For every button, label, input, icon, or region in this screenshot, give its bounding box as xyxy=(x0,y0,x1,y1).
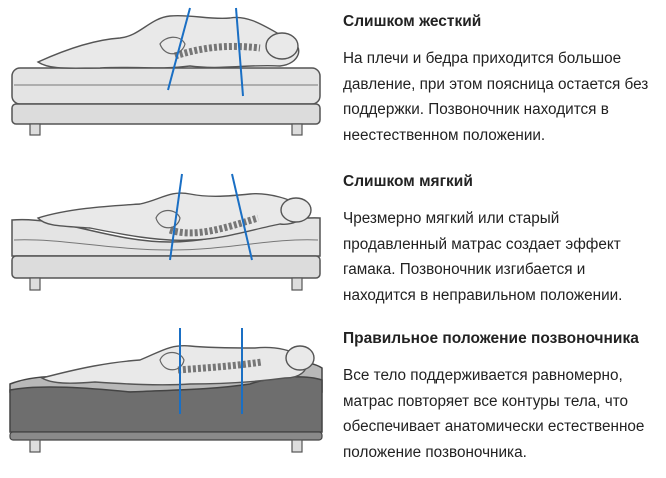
too-hard-drawing xyxy=(11,7,321,136)
correct-position-description: Все тело поддерживается равномерно, матр… xyxy=(343,367,645,461)
mattress-base xyxy=(9,431,323,441)
too-soft-description: Чрезмерно мягкий или старый продавленный… xyxy=(343,210,623,304)
shoulder-axis-line xyxy=(231,173,253,261)
too-hard-description: На плечи и бедра приходится большое давл… xyxy=(343,50,649,144)
bed-leg-left xyxy=(29,123,41,136)
hip-axis-line xyxy=(169,173,183,261)
too-soft-heading: Слишком мягкий xyxy=(343,173,473,190)
bed-leg-left xyxy=(29,439,41,453)
head xyxy=(265,32,299,60)
mattress-top xyxy=(11,67,321,105)
too-soft-drawing xyxy=(11,173,321,291)
bed-leg-left xyxy=(29,277,41,291)
correct-position-drawing xyxy=(9,328,323,453)
spine xyxy=(177,358,263,374)
body-silhouette xyxy=(40,344,307,386)
bed-leg-right xyxy=(291,123,303,136)
spine xyxy=(168,214,260,237)
mattress-base xyxy=(11,103,321,125)
too-hard-illustration xyxy=(0,0,330,160)
mattress-top xyxy=(9,375,323,433)
hip-axis-line xyxy=(167,7,191,91)
mattress-base xyxy=(11,255,321,279)
correct-position-section: Правильное положение позвоночника Все те… xyxy=(343,329,661,465)
correct-position-heading: Правильное положение позвоночника xyxy=(343,330,639,347)
correct-position-illustration xyxy=(0,318,330,478)
shoulder-axis-line xyxy=(235,7,244,97)
too-soft-section: Слишком мягкий Чрезмерно мягкий или стар… xyxy=(343,172,661,308)
head xyxy=(280,197,312,223)
bed-leg-right xyxy=(291,277,303,291)
too-hard-section: Слишком жесткий На плечи и бедра приходи… xyxy=(343,12,661,148)
too-soft-illustration xyxy=(0,160,330,320)
spine xyxy=(173,42,261,60)
body-silhouette xyxy=(36,14,300,69)
too-hard-heading: Слишком жесткий xyxy=(343,13,482,30)
bed-leg-right xyxy=(291,439,303,453)
head xyxy=(285,345,315,371)
